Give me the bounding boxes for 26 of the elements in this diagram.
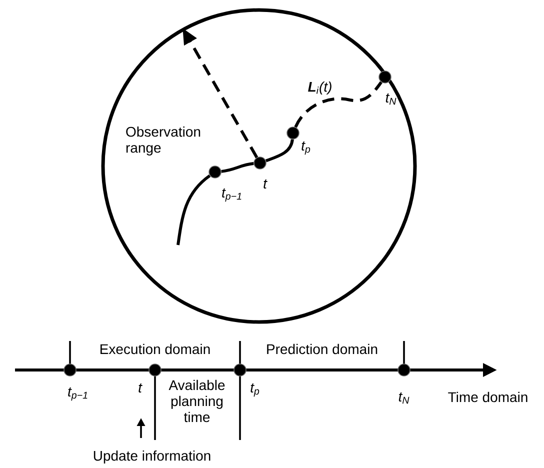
point-label: t <box>138 383 142 393</box>
point-dot <box>254 156 266 170</box>
point-label: t$_{p}$ <box>302 141 310 155</box>
point-dot <box>64 364 76 376</box>
trajectory-line <box>176 174 211 246</box>
point-dot <box>286 126 300 140</box>
point-dot <box>148 364 162 376</box>
text-label: Available planning time <box>168 380 225 422</box>
trajectory-line <box>266 139 294 162</box>
point-label: t$_{p}$ <box>250 383 260 397</box>
edge-label: L$_{i}$(t) <box>306 80 334 96</box>
point-dot <box>378 70 392 84</box>
text-label: Time domain <box>448 392 528 402</box>
point-label: t <box>264 179 268 189</box>
text-label: Update information <box>94 450 210 464</box>
point-dot <box>398 364 410 376</box>
point-dot <box>234 364 246 376</box>
point-label: t$_{N}$ <box>398 392 410 404</box>
point-dot <box>208 166 222 178</box>
text-label: Prediction domain <box>267 344 378 354</box>
point-label: t$_{p−1}$ <box>68 387 88 401</box>
trajectory-line <box>221 162 254 173</box>
text-label: Execution domain <box>100 344 210 354</box>
trajectory-line <box>294 81 382 128</box>
point-label: t$_{p−1}$ <box>222 188 242 202</box>
point-label: t$_{N}$ <box>386 93 396 105</box>
